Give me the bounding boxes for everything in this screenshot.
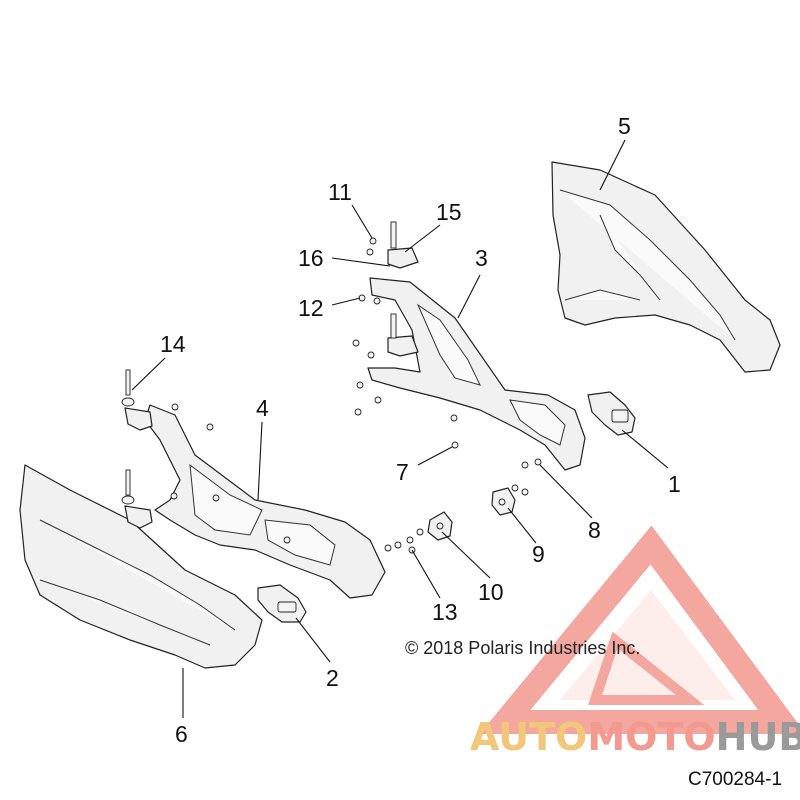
callout-10: 10 — [478, 579, 504, 605]
part-3-upper-frame — [367, 277, 586, 471]
leader-14 — [131, 357, 166, 391]
leader-4 — [257, 421, 263, 501]
callout-14: 14 — [160, 331, 186, 357]
copyright-notice: © 2018 Polaris Industries Inc. — [405, 638, 640, 658]
callout-3: 3 — [475, 245, 488, 271]
leader-16 — [331, 257, 391, 267]
callout-4: 4 — [256, 395, 269, 421]
part-15-bracket — [387, 221, 419, 357]
callout-1: 1 — [668, 471, 681, 497]
part-10-bracket — [427, 511, 453, 541]
callout-7: 7 — [396, 459, 409, 485]
watermark-wordmark: AUTOMOTOHUB — [470, 715, 800, 759]
callout-8: 8 — [588, 517, 601, 543]
part-1-latch — [587, 391, 636, 436]
watermark-moto: MOTO — [587, 715, 715, 759]
watermark-logo — [479, 525, 800, 734]
part-2-latch — [257, 584, 307, 623]
leader-1 — [621, 429, 669, 469]
watermark-triangle-mark — [588, 631, 705, 705]
callout-labels: 1 2 3 4 5 6 7 8 9 10 11 12 13 14 15 16 — [160, 113, 681, 747]
part-9-bracket — [491, 487, 516, 516]
leader-11 — [351, 204, 373, 239]
svg-text:AUTOMOTOHUB: AUTOMOTOHUB — [470, 715, 800, 759]
leader-3 — [457, 274, 481, 319]
watermark-auto: AUTO — [470, 715, 587, 759]
part-6-lower-panel — [19, 464, 263, 669]
leader-12 — [331, 297, 361, 306]
leader-2 — [295, 617, 331, 663]
callout-12: 12 — [298, 295, 324, 321]
callout-6: 6 — [175, 721, 188, 747]
callout-5: 5 — [618, 113, 631, 139]
watermark-triangle-outer — [479, 525, 800, 734]
leader-9 — [507, 507, 537, 544]
leader-10 — [441, 531, 491, 579]
part-5-rear-panel — [551, 161, 781, 373]
callout-13: 13 — [432, 599, 458, 625]
callout-2: 2 — [326, 665, 339, 691]
leader-15 — [404, 224, 441, 253]
callout-11: 11 — [328, 179, 352, 205]
leader-lines — [131, 139, 669, 718]
leader-13 — [411, 549, 441, 599]
callout-16: 16 — [298, 245, 324, 271]
watermark-hub: HUB — [716, 715, 800, 759]
leader-5 — [599, 139, 626, 191]
hardware-fasteners — [121, 237, 542, 554]
figure-id: C700284-1 — [688, 769, 782, 790]
callout-9: 9 — [532, 541, 545, 567]
part-4-lower-frame — [144, 404, 386, 599]
leader-8 — [539, 464, 593, 519]
leader-7 — [417, 446, 453, 466]
callout-15: 15 — [436, 199, 462, 225]
